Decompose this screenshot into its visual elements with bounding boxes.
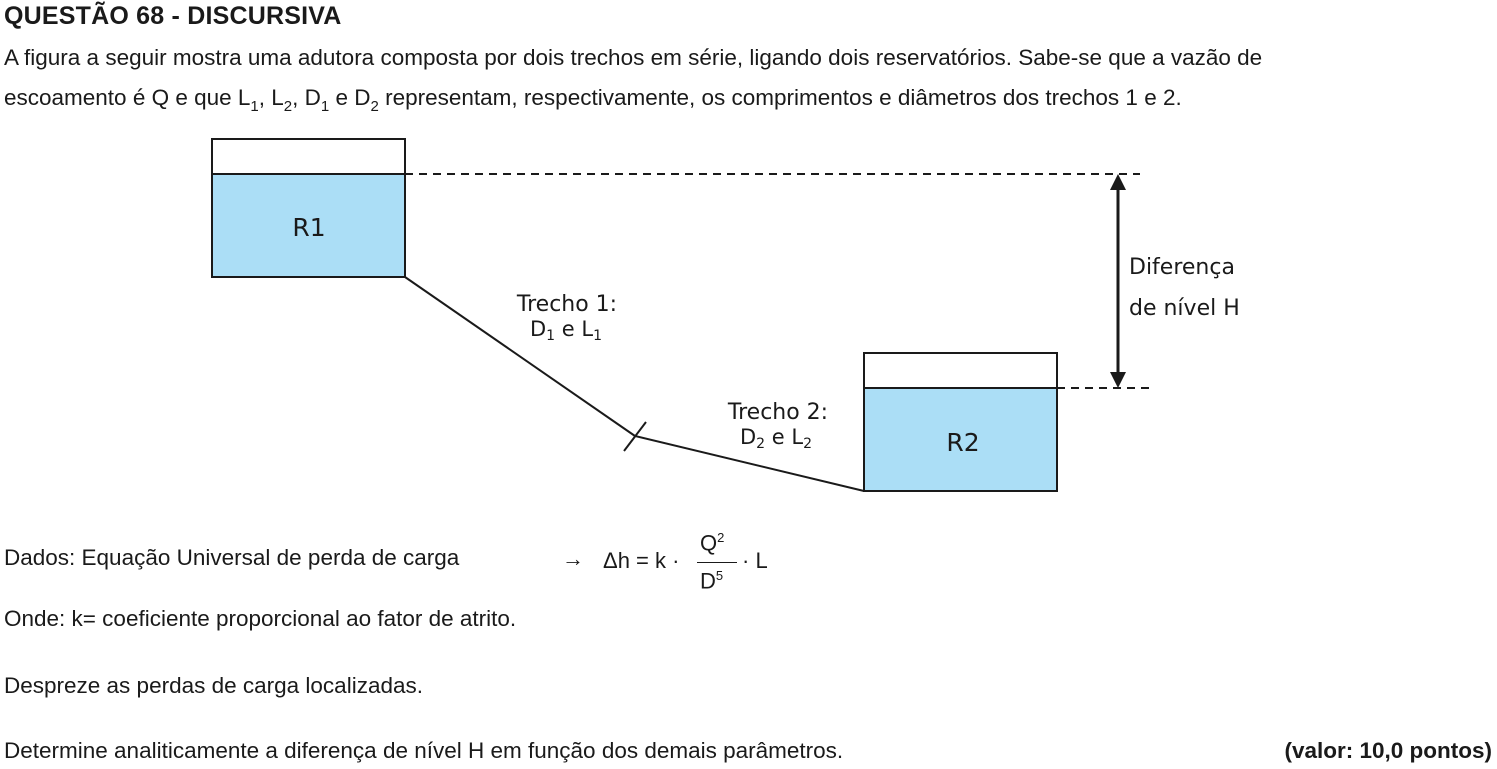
trecho-1-title: Trecho 1: <box>516 292 617 317</box>
height-difference-label-2: de nível H <box>1129 296 1240 321</box>
reservoir-r2-top <box>863 352 1058 389</box>
dados-label: Dados: Equação Universal de perda de car… <box>4 545 460 570</box>
reservoir-r1-water <box>211 173 406 278</box>
formula-lhs: Δh = k · <box>603 548 680 573</box>
implies-arrow: → <box>562 546 584 571</box>
question-intro: A figura a seguir mostra uma adutora com… <box>4 38 1497 118</box>
pipe-trecho-1 <box>404 276 636 437</box>
formula-fraction-bar <box>697 562 737 563</box>
height-arrow-head-up <box>1110 174 1126 190</box>
despreze-text: Despreze as perdas de carga localizadas. <box>4 673 423 698</box>
intro-line-2: escoamento é Q e que L1, L2, D1 e D2 rep… <box>4 85 1182 115</box>
reservoir-r2-label: R2 <box>946 428 979 457</box>
determine-text: Determine analiticamente a diferença de … <box>4 738 844 763</box>
onde-text: Onde: k= coeficiente proporcional ao fat… <box>4 606 517 631</box>
trecho-2-params: D2 e L2 <box>740 425 812 452</box>
height-arrow-head-down <box>1110 372 1126 388</box>
formula-rhs: · L <box>742 548 768 573</box>
question-title: QUESTÃO 68 - DISCURSIVA <box>4 2 342 30</box>
head-loss-formula: Δh = k · Q2 D5 · L <box>603 528 783 600</box>
valor-text: (valor: 10,0 pontos) <box>1284 738 1492 763</box>
pipe-junction-mark <box>623 421 647 452</box>
trecho-2-title: Trecho 2: <box>727 400 828 425</box>
reservoir-r1-label: R1 <box>292 213 325 242</box>
height-difference-label-1: Diferença <box>1129 255 1235 280</box>
reservoir-r2-water <box>863 387 1058 492</box>
formula-denominator: D5 <box>700 568 724 594</box>
trecho-1-params: D1 e L1 <box>530 317 602 344</box>
reservoir-r1-top <box>211 138 406 175</box>
formula-numerator: Q2 <box>700 530 725 556</box>
pipe-trecho-2 <box>634 435 865 492</box>
intro-line-1: A figura a seguir mostra uma adutora com… <box>4 45 1263 70</box>
